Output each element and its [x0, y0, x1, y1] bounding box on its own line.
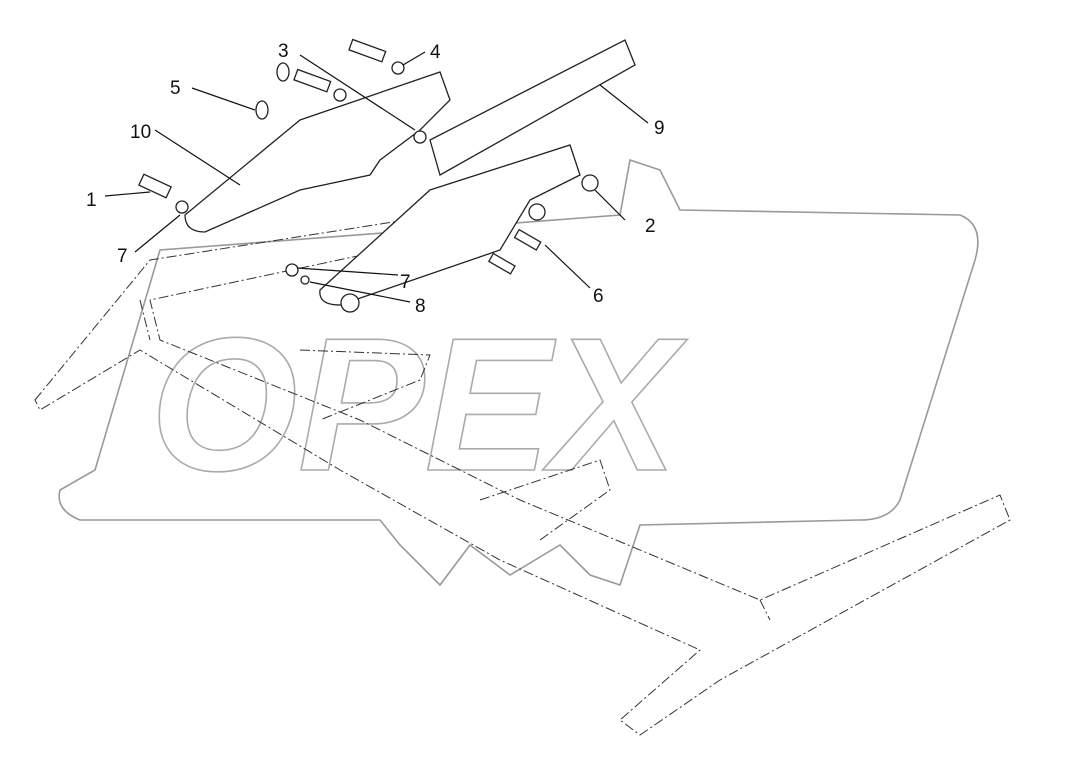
- callout-10: 10: [130, 122, 151, 143]
- callout-6: 6: [593, 286, 604, 307]
- watermark-text: OPEX: [150, 299, 688, 511]
- callout-8: 8: [415, 296, 426, 317]
- watermark-logo: OPEX: [58, 158, 979, 587]
- part-10-bracket: [184, 71, 451, 233]
- callout-4: 4: [430, 42, 441, 63]
- leader-lines: [104, 51, 649, 303]
- callout-5: 5: [170, 78, 181, 99]
- part-9-drawbar: [429, 39, 636, 176]
- callout-7-right: 7: [400, 272, 411, 293]
- callout-3: 3: [278, 41, 289, 62]
- fasteners: [138, 38, 599, 313]
- callout-1: 1: [86, 190, 97, 211]
- callout-2: 2: [645, 216, 656, 237]
- part-bracket-lower: [319, 144, 581, 306]
- callout-9: 9: [654, 118, 665, 139]
- callout-7-left: 7: [117, 246, 128, 267]
